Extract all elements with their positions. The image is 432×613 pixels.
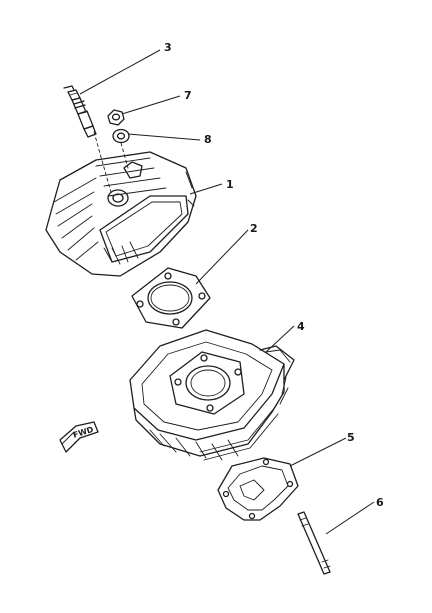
callout-3: 3 xyxy=(164,41,172,54)
cylinder xyxy=(129,329,295,461)
washer xyxy=(112,128,130,144)
callout-7: 7 xyxy=(184,89,192,102)
callout-1: 1 xyxy=(226,178,234,191)
callout-2: 2 xyxy=(250,222,258,235)
stud-bolt xyxy=(297,511,331,575)
callout-8: 8 xyxy=(204,133,212,146)
callout-4: 4 xyxy=(297,320,305,333)
forward-direction-arrow: FWD xyxy=(59,421,99,453)
callout-5: 5 xyxy=(347,431,355,444)
callout-6: 6 xyxy=(376,496,384,509)
spark-plug xyxy=(63,85,97,138)
base-gasket xyxy=(217,457,299,521)
callout-leaders xyxy=(79,49,375,535)
nut xyxy=(107,109,125,126)
cylinder-head xyxy=(45,151,197,277)
head-gasket xyxy=(131,267,211,329)
